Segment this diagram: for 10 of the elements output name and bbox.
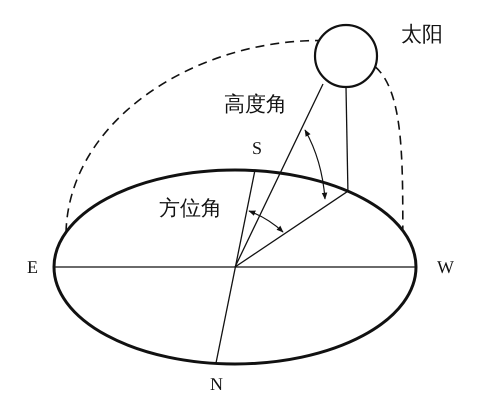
angle-label: 方位角 <box>159 198 222 219</box>
vertical-line <box>345 86 349 192</box>
angle-label: 高度角 <box>224 94 287 115</box>
direction-label: N <box>210 375 223 393</box>
direction-label: E <box>27 258 38 276</box>
sun-path-arc <box>65 40 320 232</box>
direction-label: S <box>252 139 262 157</box>
sun-label: 太阳 <box>401 24 443 45</box>
direction-label: W <box>437 258 454 276</box>
sun-path-arc <box>374 66 404 231</box>
